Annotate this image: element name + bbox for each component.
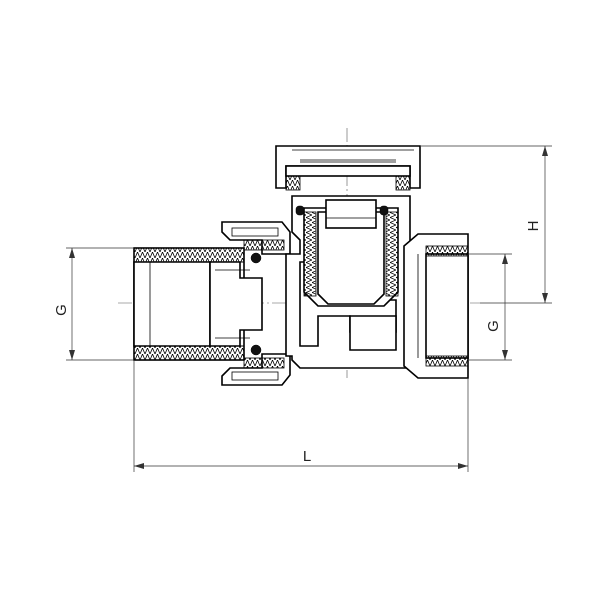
dimension-g-left-label: G — [53, 304, 70, 316]
dimension-g-right-label: G — [485, 320, 502, 332]
dimension-g-right: G — [468, 253, 512, 361]
valve-insert — [295, 199, 399, 305]
dimension-h: H — [420, 145, 552, 304]
cap — [275, 145, 421, 191]
dimension-g-left: G — [53, 247, 134, 361]
union-nut — [221, 221, 291, 386]
dimension-l-label: L — [303, 448, 311, 465]
dimension-l: L — [133, 360, 469, 472]
right-outlet — [403, 233, 469, 379]
left-tailpiece — [133, 247, 263, 361]
dimension-h-label: H — [525, 221, 542, 232]
